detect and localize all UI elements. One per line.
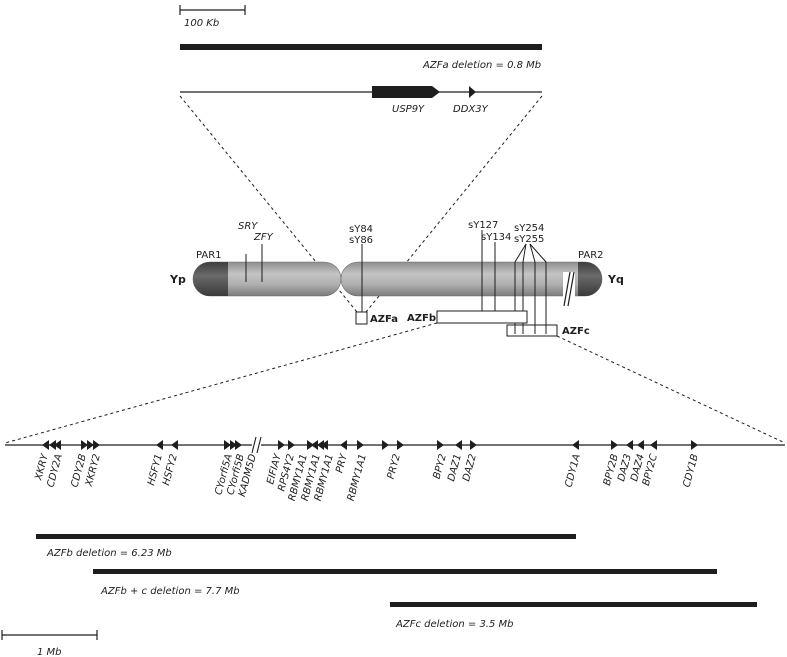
azfb-deletion-bar: [36, 534, 576, 539]
scale-bar-1mb: 1 Mb: [1, 630, 98, 657]
azfa-deletion-bar: [180, 44, 542, 50]
gene-label-daz2: DAZ2: [461, 453, 479, 483]
gene-map-break-b: [256, 436, 262, 454]
gene-direction-arrow: [321, 440, 328, 450]
gene-labels: XKRY CDY2A CDY2B XKRY2 HSFY1 HSFY2 CYorf…: [33, 452, 701, 502]
gene-direction-arrow: [691, 440, 698, 450]
gene-direction-arrow: [278, 440, 285, 450]
gene-direction-arrow: [87, 440, 94, 450]
gene-direction-arrow: [317, 440, 324, 450]
gene-direction-arrow: [626, 440, 633, 450]
label-par2: PAR2: [578, 250, 604, 261]
scale-bar-100kb: 100 Kb: [179, 5, 246, 29]
region-label-azfa: AZFa: [370, 314, 398, 325]
break-mark-b: [567, 271, 575, 307]
gene-label-cdy1b: CDY1B: [681, 453, 700, 489]
gene-label-rbmy1a1-4: RBMY1A1: [346, 453, 369, 502]
gene-map-track: [5, 436, 785, 454]
sts-sy254-sy255-lines: [514, 243, 547, 334]
azfb-deletion-label: AZFb deletion = 6.23 Mb: [46, 548, 172, 559]
zoom-line-azfa-left: [179, 95, 358, 313]
gene-label-pry2: PRY2: [386, 453, 403, 480]
scale-label-1mb: 1 Mb: [37, 647, 62, 657]
marker-label-zfy: ZFY: [253, 232, 274, 243]
azfa-deletion-label: AZFa deletion = 0.8 Mb: [422, 60, 541, 71]
sts-label-sy255: sY255: [514, 234, 544, 245]
azfc-deletion-label: AZFc deletion = 3.5 Mb: [395, 619, 514, 630]
azfa-region-box: [355, 311, 368, 325]
gene-direction-arrow: [235, 440, 242, 450]
zoom-line-azfa-right: [365, 95, 543, 313]
gene-label-usp9y: USP9Y: [392, 104, 425, 115]
gene-direction-arrow: [288, 440, 295, 450]
azfbc-deletion-label: AZFb + c deletion = 7.7 Mb: [100, 586, 240, 597]
sts-label-sy254: sY254: [514, 223, 544, 234]
azfc-region-box: [506, 324, 558, 337]
label-yq: Yq: [607, 273, 624, 286]
gene-direction-arrow: [156, 440, 163, 450]
usp9y-gene-block: [372, 86, 440, 98]
gene-direction-arrow: [650, 440, 657, 450]
gene-direction-arrow: [311, 440, 318, 450]
gene-direction-arrow: [455, 440, 462, 450]
gene-direction-arrow: [382, 440, 389, 450]
gene-direction-arrow: [437, 440, 444, 450]
azfc-deletion-bar: [390, 602, 757, 607]
par2-region: [578, 262, 602, 296]
gene-label-pry: PRY: [334, 452, 350, 474]
gene-direction-arrow: [357, 440, 364, 450]
azfb-region-box: [436, 310, 528, 324]
sts-label-sy127: sY127: [468, 220, 498, 231]
gene-direction-arrow: [42, 440, 49, 450]
gene-direction-arrow: [81, 440, 88, 450]
marker-label-sry: SRY: [238, 221, 258, 232]
gene-arrows: [42, 440, 698, 450]
gene-direction-arrow: [307, 440, 314, 450]
gene-direction-arrow: [637, 440, 644, 450]
gene-direction-arrow: [611, 440, 618, 450]
gene-direction-arrow: [397, 440, 404, 450]
gene-label-cdy1a: CDY1A: [563, 453, 582, 489]
region-label-azfb: AZFb: [407, 313, 436, 324]
gene-direction-arrow: [230, 440, 237, 450]
gene-label-ddx3y: DDX3Y: [453, 104, 489, 115]
chromosome-q-arm: [340, 261, 603, 297]
zoom-line-azfbc-left: [4, 322, 438, 444]
scale-label-100kb: 100 Kb: [184, 18, 219, 29]
azfa-gene-track: USP9Y DDX3Y: [180, 86, 542, 115]
gene-direction-arrow: [49, 440, 56, 450]
y-chromosome: [192, 261, 603, 307]
gene-direction-arrow: [572, 440, 579, 450]
gene-map-break-a: [251, 436, 257, 454]
sts-label-sy86: sY86: [349, 235, 373, 246]
azfbc-deletion-bar: [93, 569, 717, 574]
gene-direction-arrow: [171, 440, 178, 450]
label-yp: Yp: [169, 273, 186, 286]
ddx3y-gene-arrow: [469, 86, 476, 98]
sts-label-sy84: sY84: [349, 224, 373, 235]
gene-direction-arrow: [93, 440, 100, 450]
gene-direction-arrow: [54, 440, 61, 450]
zoom-line-azfbc-right: [556, 335, 786, 444]
sts-label-sy134: sY134: [481, 232, 511, 243]
gene-direction-arrow: [224, 440, 231, 450]
region-label-azfc: AZFc: [562, 326, 590, 337]
gene-direction-arrow: [340, 440, 347, 450]
gene-direction-arrow: [470, 440, 477, 450]
break-mark-a: [563, 271, 571, 307]
par1-region: [193, 262, 228, 296]
label-par1: PAR1: [196, 250, 222, 261]
